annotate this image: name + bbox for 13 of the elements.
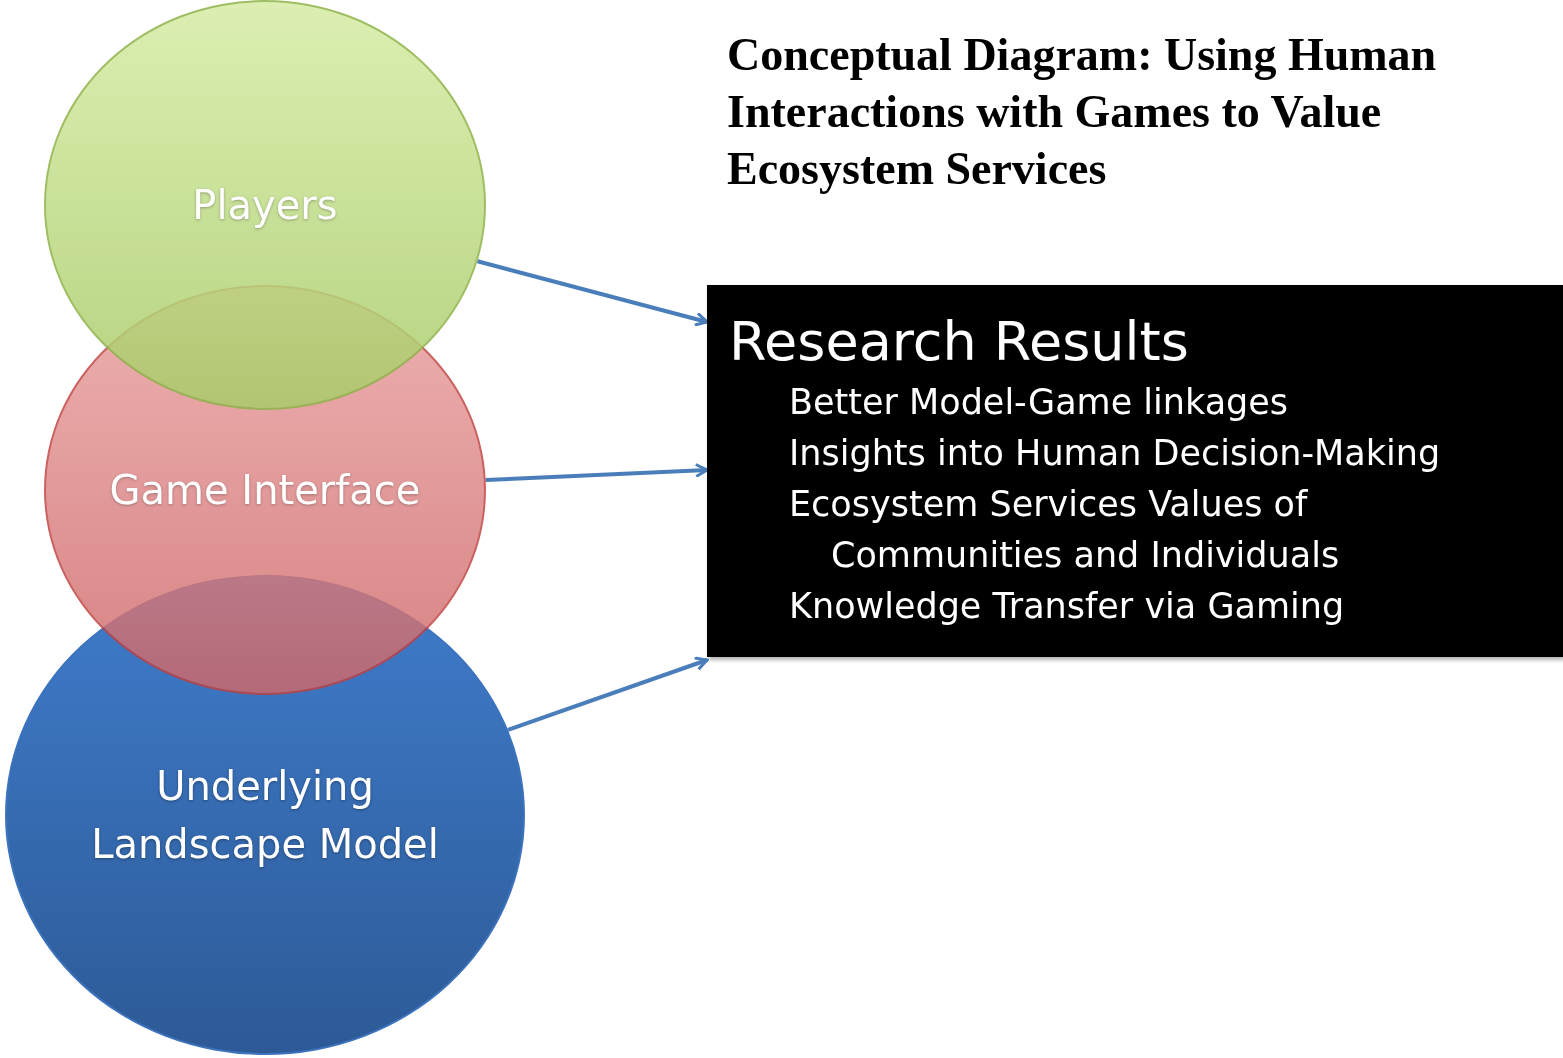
result-item: Insights into Human Decision-Making: [789, 432, 1441, 475]
result-item: Knowledge Transfer via Gaming: [789, 585, 1345, 628]
arrow: [485, 463, 709, 482]
result-item: Better Model-Game linkages: [789, 381, 1289, 424]
results-panel: [707, 285, 1563, 657]
ellipse-label: Underlying Landscape Model: [90, 762, 440, 869]
ellipse-label: Game Interface: [109, 466, 421, 515]
panel-heading: Research Results: [729, 311, 1189, 373]
result-item: Ecosystem Services Values of Communities and Individuals: [789, 483, 1341, 577]
ellipse-label: Players: [192, 181, 338, 230]
arrow: [507, 656, 709, 732]
arrow: [477, 259, 709, 327]
diagram-title: Conceptual Diagram: Using Human Interactions with Games to Value Ecosystem Services: [727, 28, 1438, 196]
